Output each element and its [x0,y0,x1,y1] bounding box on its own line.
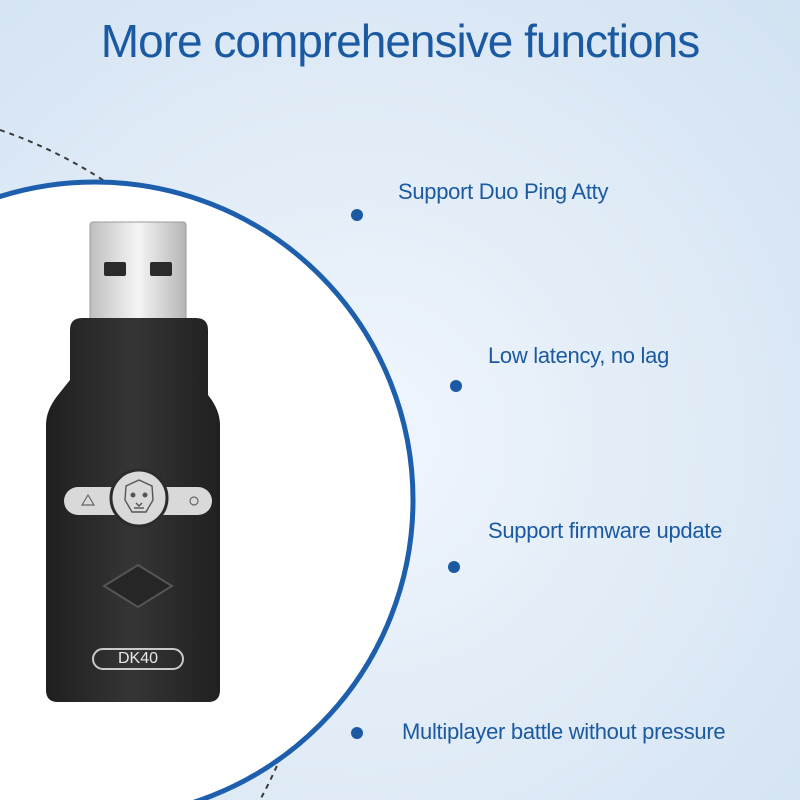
feature-dot-1 [351,209,363,221]
usb-connector [89,221,187,323]
feature-dot-4 [351,727,363,739]
usb-slot-left [104,262,126,276]
page-title: More comprehensive functions [100,15,700,67]
feature-text-2: Low latency, no lag [488,343,670,368]
diamond-button [102,563,174,609]
feature-dot-2 [450,380,462,392]
lion-icon [124,479,154,513]
feature-text-1: Support Duo Ping Atty [398,179,609,204]
model-label: DK40 [92,648,184,670]
feature-text-3: Support firmware update [488,518,723,543]
feature-dot-3 [448,561,460,573]
usb-slot-right [150,262,172,276]
circle-icon [189,496,199,506]
feature-text-4: Multiplayer battle without pressure [402,719,726,744]
triangle-icon [80,493,96,506]
lion-logo-button [109,468,169,528]
